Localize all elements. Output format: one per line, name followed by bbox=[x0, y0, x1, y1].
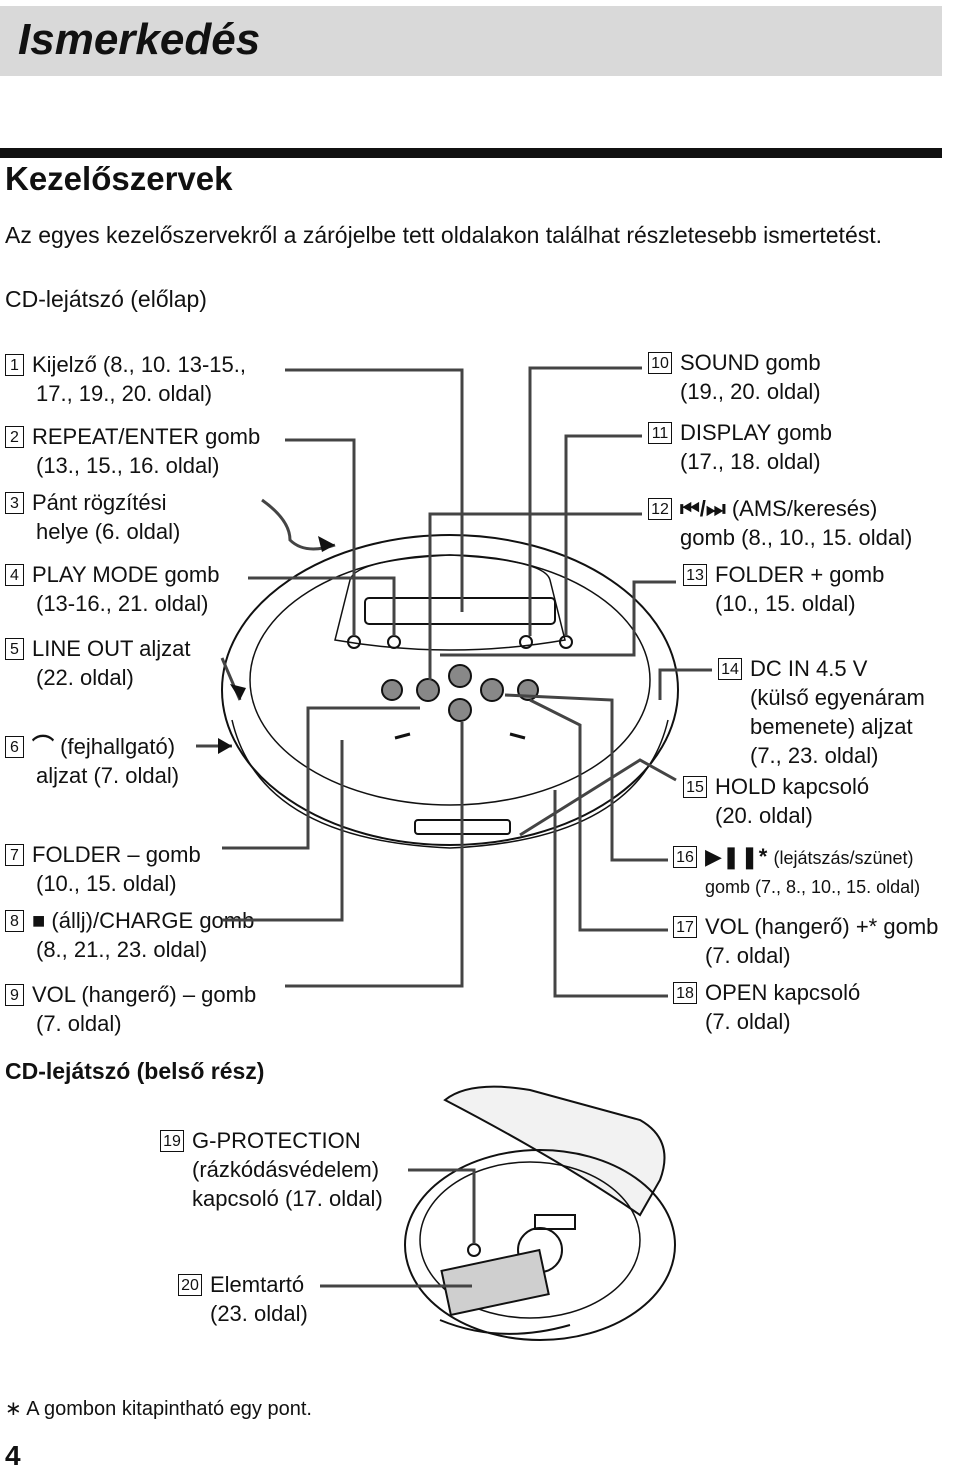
play-pause-icon: ▶❚❚* bbox=[705, 844, 768, 869]
section-title: Kezelőszervek bbox=[5, 160, 233, 197]
player-top-rim bbox=[249, 554, 651, 806]
folder-plus-button bbox=[448, 664, 472, 688]
prev-next-icon: ⏮/⏭ bbox=[680, 496, 726, 521]
front-heading: CD-lejátszó (előlap) bbox=[5, 286, 207, 312]
display-button bbox=[559, 635, 573, 649]
header-band bbox=[0, 6, 942, 76]
label-item-8: 8■ (állj)/CHARGE gomb (8., 21., 23. olda… bbox=[5, 906, 254, 964]
display-screen bbox=[364, 597, 556, 625]
sound-button bbox=[519, 635, 533, 649]
folder-minus-button bbox=[416, 678, 440, 702]
player-body-outline bbox=[221, 534, 679, 846]
inner-heading: CD-lejátszó (belső rész) bbox=[5, 1058, 265, 1084]
play-mode-button bbox=[387, 635, 401, 649]
label-item-12: 12⏮/⏭ (AMS/keresés) gomb (8., 10., 15. o… bbox=[648, 494, 912, 552]
vol-plus-button bbox=[517, 679, 539, 701]
label-item-6: 6⌒ (fejhallgató) aljzat (7. oldal) bbox=[5, 732, 179, 790]
lens bbox=[534, 1214, 576, 1230]
display-housing bbox=[334, 554, 566, 651]
spindle bbox=[517, 1227, 563, 1273]
cd-player-inner-illustration bbox=[404, 1085, 676, 1341]
g-protection-switch bbox=[467, 1243, 481, 1257]
intro-text: Az egyes kezelőszervekről a zárójelbe te… bbox=[5, 222, 883, 248]
page-title: Ismerkedés bbox=[18, 15, 261, 64]
stop-button bbox=[381, 679, 403, 701]
section-rule bbox=[0, 148, 942, 158]
headphones-icon: ⌒ bbox=[32, 734, 55, 759]
label-item-16: 16▶❚❚* (lejátszás/szünet) gomb (7., 8., … bbox=[673, 842, 920, 902]
play-pause-button bbox=[480, 678, 504, 702]
battery-compartment bbox=[440, 1248, 550, 1317]
vol-minus-button bbox=[448, 698, 472, 722]
page-number: 4 bbox=[5, 1440, 21, 1471]
repeat-enter-button bbox=[347, 635, 361, 649]
hold-switch bbox=[414, 819, 511, 835]
footnote: ∗ A gombon kitapintható egy pont. bbox=[5, 1398, 312, 1420]
stop-icon: ■ bbox=[32, 908, 46, 933]
